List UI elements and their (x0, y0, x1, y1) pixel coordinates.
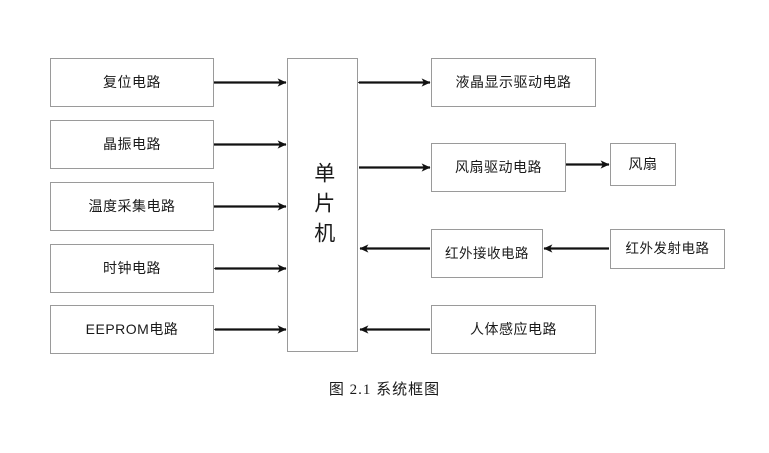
block-human-body-sensor-circuit[interactable]: 人体感应电路 (431, 305, 596, 354)
block-temperature-acquisition-circuit-label: 温度采集电路 (88, 198, 176, 215)
block-infrared-transmitter-circuit-label: 红外发射电路 (625, 241, 710, 257)
block-microcontroller[interactable]: 单片机 (287, 58, 358, 352)
block-clock-circuit[interactable]: 时钟电路 (50, 244, 214, 293)
block-microcontroller-label: 单片机 (311, 162, 335, 252)
block-eeprom-circuit[interactable]: EEPROM电路 (50, 305, 214, 354)
block-fan[interactable]: 风扇 (610, 143, 676, 186)
block-infrared-receiver-circuit[interactable]: 红外接收电路 (431, 229, 543, 278)
block-lcd-display-driver-circuit[interactable]: 液晶显示驱动电路 (431, 58, 596, 107)
block-reset-circuit[interactable]: 复位电路 (50, 58, 214, 107)
block-fan-driver-circuit-label: 风扇驱动电路 (455, 159, 542, 176)
block-infrared-transmitter-circuit[interactable]: 红外发射电路 (610, 229, 725, 269)
block-temperature-acquisition-circuit[interactable]: 温度采集电路 (50, 182, 214, 231)
block-reset-circuit-label: 复位电路 (103, 74, 161, 91)
block-fan-driver-circuit[interactable]: 风扇驱动电路 (431, 143, 566, 192)
block-lcd-display-driver-circuit-label: 液晶显示驱动电路 (455, 74, 572, 91)
block-clock-circuit-label: 时钟电路 (103, 260, 161, 277)
figure-caption: 图 2.1 系统框图 (328, 382, 441, 398)
block-infrared-receiver-circuit-label: 红外接收电路 (445, 245, 529, 261)
block-eeprom-circuit-label: EEPROM电路 (85, 321, 179, 338)
block-fan-label: 风扇 (628, 156, 658, 173)
block-crystal-oscillator-circuit-label: 晶振电路 (103, 136, 161, 153)
block-human-body-sensor-circuit-label: 人体感应电路 (470, 321, 557, 338)
block-crystal-oscillator-circuit[interactable]: 晶振电路 (50, 120, 214, 169)
